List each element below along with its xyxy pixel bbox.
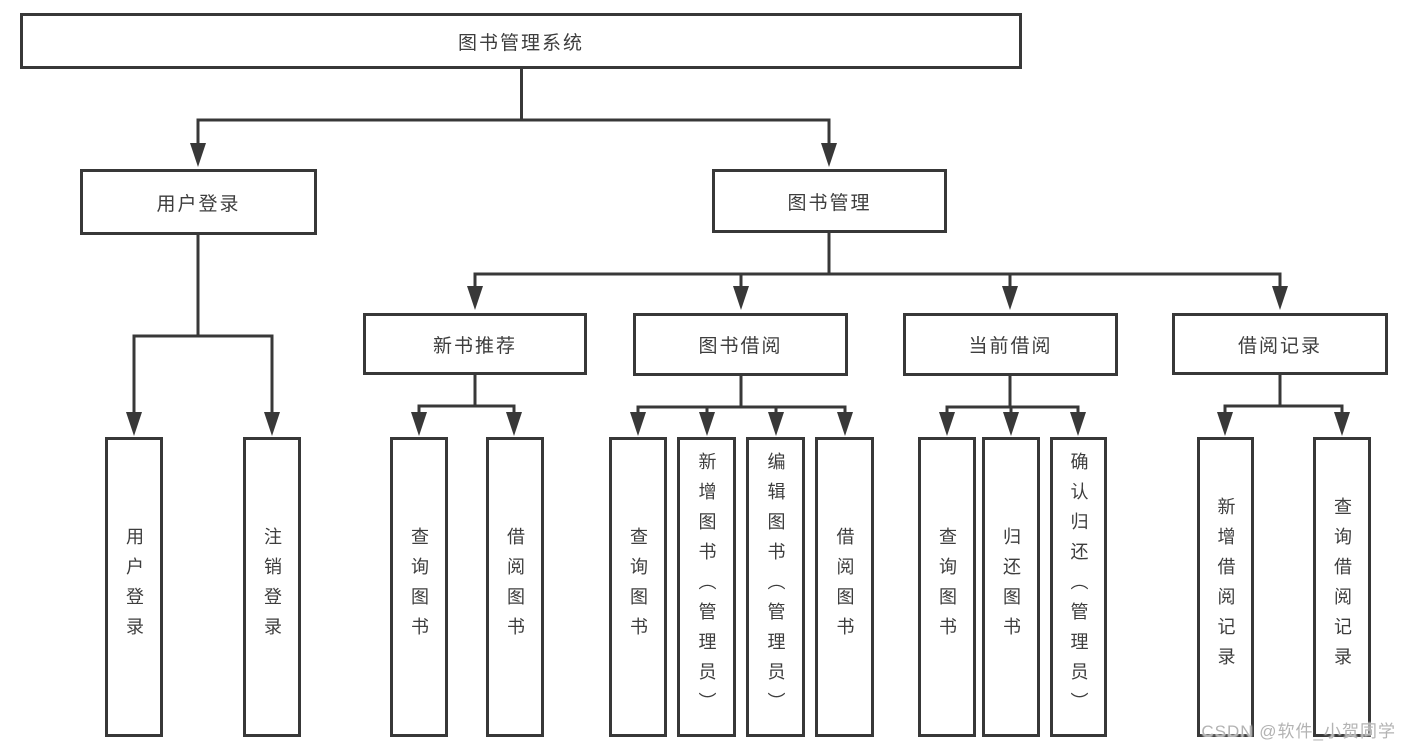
leaf-query-borrow-record: 查询借阅记录 <box>1313 437 1371 737</box>
leaf-query-books-recommend: 查询图书 <box>390 437 448 737</box>
leaf-borrow-books: 借阅图书 <box>815 437 874 737</box>
leaf-query-books-borrowing: 查询图书 <box>609 437 667 737</box>
leaf-confirm-return-admin: 确认归还（管理员） <box>1050 437 1107 737</box>
node-borrowing-records: 借阅记录 <box>1172 313 1388 375</box>
leaf-user-login: 用户登录 <box>105 437 163 737</box>
node-current-borrowing: 当前借阅 <box>903 313 1118 376</box>
node-library-management-system: 图书管理系统 <box>20 13 1022 69</box>
leaf-add-borrow-record: 新增借阅记录 <box>1197 437 1254 737</box>
leaf-edit-book-admin: 编辑图书（管理员） <box>746 437 805 737</box>
node-new-book-recommendation: 新书推荐 <box>363 313 587 375</box>
leaf-return-book: 归还图书 <box>982 437 1040 737</box>
leaf-borrow-books-recommend: 借阅图书 <box>486 437 544 737</box>
leaf-logout: 注销登录 <box>243 437 301 737</box>
node-book-borrowing: 图书借阅 <box>633 313 848 376</box>
node-user-login: 用户登录 <box>80 169 317 235</box>
leaf-query-books-current: 查询图书 <box>918 437 976 737</box>
node-book-management: 图书管理 <box>712 169 947 233</box>
csdn-watermark: CSDN @软件_小贺同学 <box>1201 722 1396 741</box>
leaf-add-book-admin: 新增图书（管理员） <box>677 437 736 737</box>
